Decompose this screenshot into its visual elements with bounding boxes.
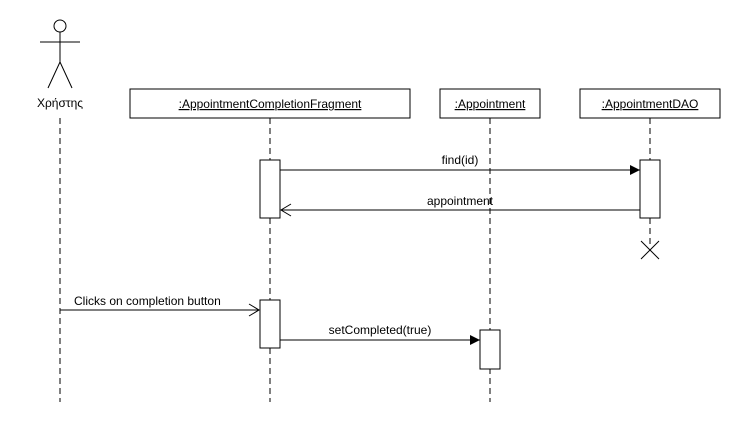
message-set-completed-label: setCompleted(true) xyxy=(329,323,432,337)
participant-appointment-label: :Appointment xyxy=(455,97,526,111)
fragment-activation-1 xyxy=(259,159,281,219)
fragment-activation-2 xyxy=(259,299,281,349)
open-arrowhead xyxy=(280,203,292,217)
participant-appointment: :Appointment xyxy=(439,88,541,119)
actor-name: Χρήστης xyxy=(37,96,83,110)
open-arrowhead xyxy=(248,303,260,317)
actor-head xyxy=(53,19,67,33)
participant-fragment-label: :AppointmentCompletionFragment xyxy=(179,97,362,111)
participant-fragment: :AppointmentCompletionFragment xyxy=(129,88,411,119)
dao-destruction-x xyxy=(640,240,660,260)
actor-user: Χρήστης xyxy=(37,19,83,110)
message-find-label: find(id) xyxy=(442,153,479,167)
message-clicks-label: Clicks on completion button xyxy=(74,294,221,308)
appointment-activation xyxy=(479,329,501,370)
actor-right-leg xyxy=(59,61,73,89)
message-find: find(id) xyxy=(280,153,640,175)
message-set-completed: setCompleted(true) xyxy=(280,323,480,345)
dao-activation xyxy=(639,159,661,219)
participant-dao: :AppointmentDAO xyxy=(579,88,721,119)
message-appointment-label: appointment xyxy=(427,194,494,208)
message-appointment-return: appointment xyxy=(280,194,640,217)
participant-dao-label: :AppointmentDAO xyxy=(602,97,699,111)
actor-left-leg xyxy=(47,61,61,89)
message-clicks: Clicks on completion button xyxy=(60,294,260,317)
